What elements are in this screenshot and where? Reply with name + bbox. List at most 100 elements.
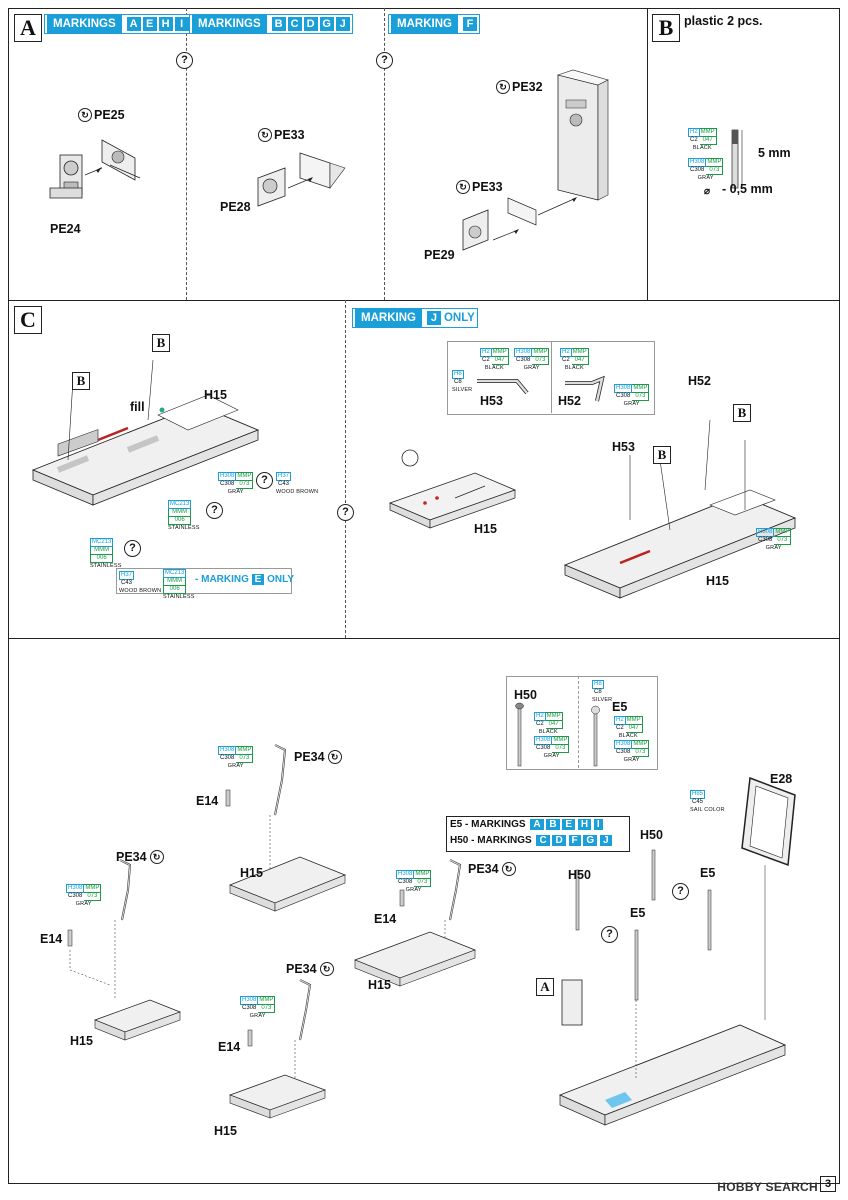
h53-label: H53 (612, 440, 635, 454)
h15-label: H15 (474, 522, 497, 536)
page-number: 3 (820, 1176, 836, 1192)
pe34-label: PE34↻ (294, 750, 344, 764)
pe34-e14-assembly-3-drawing (228, 979, 327, 1119)
h15-small-drawing (388, 449, 517, 529)
h53-h52-parts-drawing (477, 375, 605, 402)
rod-diameter-symbol: ⌀ (704, 186, 711, 197)
step-c-label: C (14, 306, 42, 334)
pe28-label: PE28 (220, 200, 251, 214)
pe34-e14-assembly-4-drawing (353, 859, 477, 987)
marking-letter: C (287, 17, 302, 31)
step-b-text: plastic 2 pcs. (684, 14, 763, 28)
e5-label: E5 (700, 866, 716, 880)
marking-letter: J (426, 311, 441, 325)
b-label: B (72, 372, 90, 390)
h15-label: H15 (214, 1124, 237, 1138)
question-icon: ? (256, 472, 273, 489)
inset-divider (551, 341, 552, 413)
b-label: B (733, 404, 751, 422)
step-c-right-drawing (563, 419, 797, 599)
step-a-label: A (14, 14, 42, 42)
only-label: ONLY (443, 312, 475, 324)
marking-letter: D (303, 17, 318, 31)
inset-divider (578, 676, 579, 768)
pe34-e14-assembly-2-drawing (225, 744, 347, 912)
h52-label: H52 (688, 374, 711, 388)
markings-label: MARKINGS (192, 15, 267, 33)
h15-label: H15 (70, 1034, 93, 1048)
a-label: A (536, 978, 554, 996)
rod-length: 5 mm (758, 146, 791, 160)
rotate-icon: ↻ (327, 750, 342, 764)
pe34-label: PE34↻ (116, 850, 166, 864)
fill-label: fill (130, 400, 145, 414)
page-frame (8, 8, 840, 1184)
markings-aehi-badge: MARKINGS A E H I (44, 14, 192, 34)
watermark: HOBBY SEARCH (717, 1180, 818, 1194)
h50-markings-row: H50 - MARKINGS C D F G J (450, 835, 612, 846)
rotate-icon: ↻ (319, 962, 334, 976)
pe34-e14-assembly-1-drawing (67, 859, 182, 1041)
h53-label: H53 (480, 394, 503, 408)
pe34-label: PE34↻ (468, 862, 518, 876)
marking-f-badge: MARKING F (388, 14, 480, 34)
e5-h50-markings-note: E5 - MARKINGS A B E H I H50 - MARKINGS C… (446, 816, 630, 852)
rotate-icon: ↻ (149, 850, 164, 864)
question-icon: ? (376, 52, 393, 69)
step-c-left-drawing (31, 359, 260, 506)
dash-A2 (384, 8, 385, 300)
dash-C (345, 300, 346, 638)
pe33-label: ↻PE33 (456, 180, 503, 194)
marking-letter: J (335, 17, 350, 31)
marking-label: MARKING (355, 309, 422, 327)
h15-label: H15 (368, 978, 391, 992)
pe33-label: ↻PE33 (258, 128, 305, 142)
question-icon: ? (206, 502, 223, 519)
marking-letter: A (126, 17, 141, 31)
step-b-label: B (652, 14, 680, 42)
b-label: B (152, 334, 170, 352)
rotate-icon: ↻ (78, 108, 92, 122)
h52-label: H52 (558, 394, 581, 408)
pe24-label: PE24 (50, 222, 81, 236)
pe29-label: PE29 (424, 248, 455, 262)
pe24-pe25-drawing (49, 139, 141, 199)
marking-letter: F (462, 17, 477, 31)
dash-A1 (186, 8, 187, 300)
marking-letter: E (142, 17, 157, 31)
marking-label: MARKING (391, 15, 458, 33)
h15-label: H15 (706, 574, 729, 588)
markings-bcdgj-badge: MARKINGS B C D G J (189, 14, 353, 34)
question-icon: ? (124, 540, 141, 557)
rotate-icon: ↻ (496, 80, 510, 94)
marking-letter: H (158, 17, 173, 31)
e14-label: E14 (374, 912, 397, 926)
e14-label: E14 (218, 1040, 241, 1054)
pe34-label: PE34↻ (286, 962, 336, 976)
pe32-label: ↻PE32 (496, 80, 543, 94)
plastic-rod-drawing (731, 129, 743, 189)
marking-letter: B (271, 17, 286, 31)
final-assembly-drawing (558, 776, 796, 1126)
rod-diameter: - 0,5 mm (722, 182, 773, 196)
h50-label: H50 (640, 828, 663, 842)
marking-j-only-badge: MARKING J ONLY (352, 308, 478, 328)
question-icon: ? (601, 926, 618, 943)
divider-middle (8, 638, 840, 639)
